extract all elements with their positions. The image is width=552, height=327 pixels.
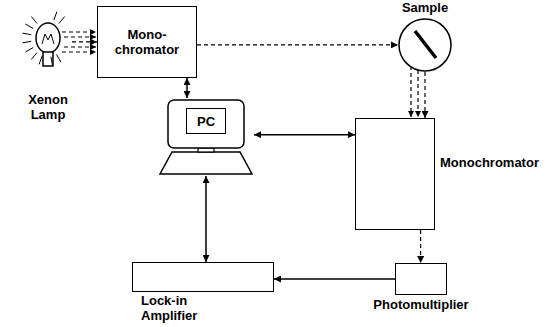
lamp-beam (62, 32, 96, 52)
sample-circle: Sample (398, 18, 452, 72)
detector-box: Photomultiplier (395, 263, 447, 295)
box-label: Monochromator (440, 155, 539, 170)
box-label: Photomultiplier (373, 297, 468, 312)
signal-arrow (205, 176, 207, 262)
light-path (420, 230, 421, 263)
lamp-icon: Xenon Lamp (8, 14, 72, 76)
reflected-beam (411, 66, 418, 117)
signal-arrow (274, 278, 395, 280)
sample-circle-outline (398, 18, 452, 72)
lamp-label: Xenon Lamp (18, 92, 78, 122)
light-path (424, 72, 425, 118)
pc-label: PC (186, 108, 226, 134)
sample-label: Sample (388, 0, 462, 15)
monochromator-box: Mono- chromator (97, 6, 197, 78)
box-label: Lock-in Amplifier (141, 293, 213, 323)
computer-icon: PC (158, 98, 254, 176)
light-path (72, 41, 97, 42)
monochromator-box: Monochromator (355, 118, 435, 230)
amplifier-box: Lock-in Amplifier (132, 262, 274, 292)
light-path (197, 44, 398, 45)
signal-arrow (186, 78, 188, 98)
signal-arrow (254, 134, 355, 136)
lamp-icon-outline (8, 14, 72, 76)
box-label: Mono- chromator (98, 27, 196, 57)
